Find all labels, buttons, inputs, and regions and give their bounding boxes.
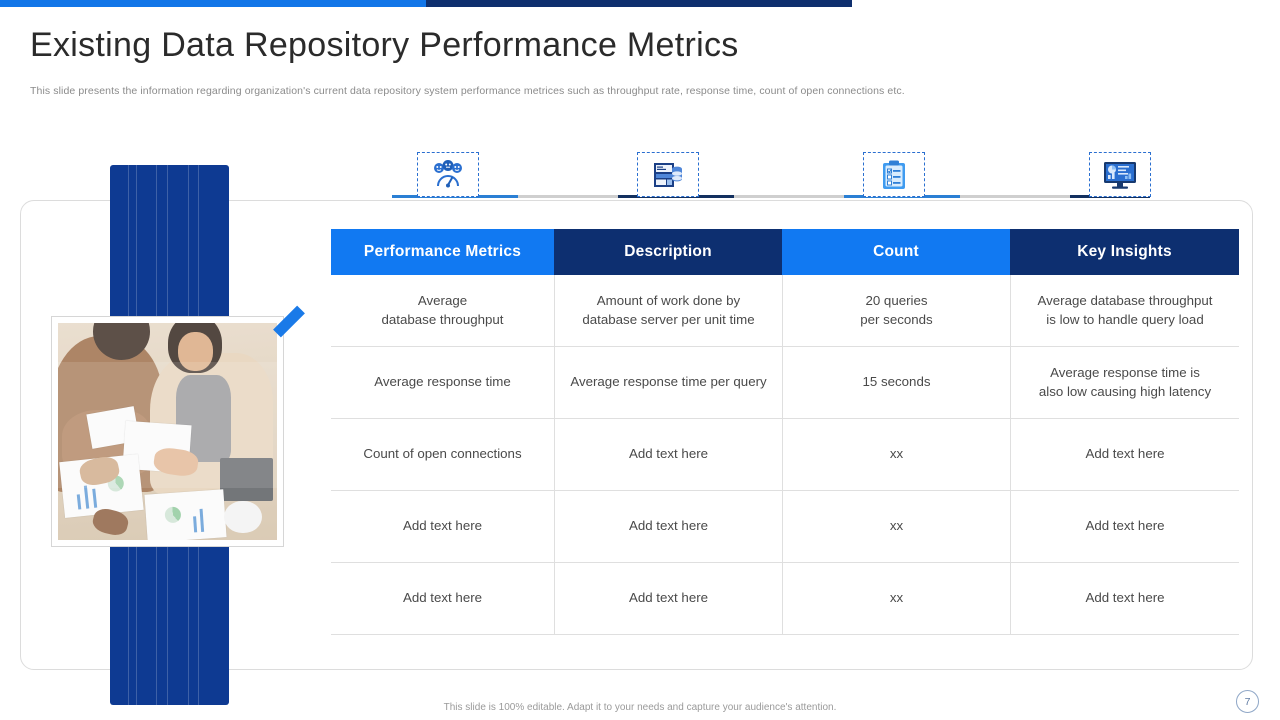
page-subtitle: This slide presents the information rega… <box>30 85 905 97</box>
table-header-row: Performance Metrics Description Count Ke… <box>331 229 1239 275</box>
cell-metric: Add text here <box>402 590 483 606</box>
column-header-key-insights: Key Insights <box>1010 229 1239 275</box>
column-header-description: Description <box>554 229 782 275</box>
monitor-analytics-icon[interactable] <box>1089 152 1151 197</box>
cell-description: Average response time per query <box>554 347 782 418</box>
cell-count: xx <box>782 563 1010 634</box>
footer-note: This slide is 100% editable. Adapt it to… <box>443 702 837 713</box>
cell-metric: Average response time <box>374 374 511 390</box>
team-meeting-photo <box>58 323 277 540</box>
cell-metric: Count of open connections <box>363 446 522 462</box>
performance-metrics-table: Performance Metrics Description Count Ke… <box>331 229 1239 635</box>
page-number-badge: 7 <box>1236 690 1259 713</box>
cell-description: Add text here <box>554 491 782 562</box>
table-row: Count of open connections Add text here … <box>331 419 1239 491</box>
column-header-count: Count <box>782 229 1010 275</box>
icon-baseline <box>392 195 1150 198</box>
cell-insight: Add text here <box>1010 419 1239 490</box>
table-row: Add text here Add text here xx Add text … <box>331 491 1239 563</box>
database-server-report-icon[interactable] <box>637 152 699 197</box>
column-header-performance-metrics: Performance Metrics <box>331 229 554 275</box>
cell-count: xx <box>782 419 1010 490</box>
page-title: Existing Data Repository Performance Met… <box>30 26 739 64</box>
cell-insight: Add text here <box>1010 491 1239 562</box>
cell-metric: Add text here <box>402 518 483 534</box>
cell-description: Add text here <box>554 419 782 490</box>
cell-description: Add text here <box>554 563 782 634</box>
photo-frame <box>51 316 284 547</box>
clipboard-checklist-icon[interactable] <box>863 152 925 197</box>
cell-insight: Add text here <box>1010 563 1239 634</box>
table-row: Average response time Average response t… <box>331 347 1239 419</box>
cell-count: 15 seconds <box>782 347 1010 418</box>
top-accent-bar-left <box>0 0 426 7</box>
satisfaction-gauge-icon[interactable] <box>417 152 479 197</box>
table-row: Add text here Add text here xx Add text … <box>331 563 1239 635</box>
cell-count: xx <box>782 491 1010 562</box>
top-accent-bar-right <box>426 0 852 7</box>
